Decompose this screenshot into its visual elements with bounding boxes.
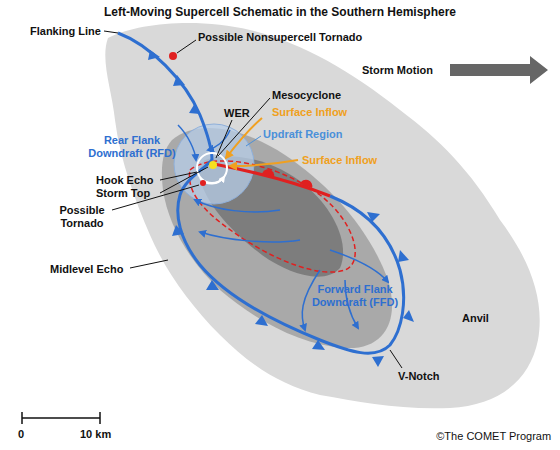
tornado-label: Possible Nonsupercell Tornado	[198, 31, 362, 44]
updraft-region	[174, 124, 254, 204]
anvil-label: Anvil	[462, 312, 489, 325]
echo-label: Hook Echo	[96, 174, 153, 187]
leader-line	[246, 136, 261, 146]
front-label: Flanking Line	[30, 25, 101, 38]
tornado-label: Possible Tornado	[52, 204, 112, 230]
storm-top-label: Storm Top	[96, 187, 150, 200]
title: Left-Moving Supercell Schematic in the S…	[0, 5, 560, 19]
outflow-dashed-line	[189, 161, 355, 272]
scale-bar	[22, 412, 100, 424]
nonsupercell-tornado-dot	[169, 52, 177, 60]
wer-label: WER	[224, 107, 250, 120]
motion-label: Storm Motion	[362, 64, 433, 77]
credit-label: ©The COMET Program	[436, 430, 551, 443]
inflow-label: Surface Inflow	[302, 154, 377, 167]
updraft-label: Updraft Region	[263, 128, 342, 141]
scale-number: 10 km	[80, 428, 111, 441]
warm-front	[214, 164, 330, 196]
front-triangles	[148, 50, 200, 114]
mesocyclone	[197, 153, 227, 183]
leader-lines	[104, 31, 402, 368]
echo-label: Midlevel Echo	[50, 263, 123, 276]
inflow-arrow	[230, 160, 298, 166]
scale-number: 0	[18, 428, 24, 441]
front-semicircles	[262, 169, 312, 188]
anvil-shape	[105, 23, 539, 408]
downdraft-label: Rear Flank Downdraft (RFD)	[86, 134, 178, 160]
inflow-arrow	[226, 118, 262, 158]
mesocyclone-label: Mesocyclone	[272, 89, 341, 102]
possible-tornado-dot	[200, 180, 206, 186]
vnotch-label: V-Notch	[398, 370, 440, 383]
storm-motion-arrow	[450, 56, 548, 84]
leader-line	[177, 40, 196, 53]
rfd-gust-front	[178, 160, 404, 353]
inflow-label: Surface Inflow	[272, 106, 347, 119]
storm-top-dot	[209, 161, 217, 169]
downdraft-label: Forward Flank Downdraft (FFD)	[290, 283, 420, 309]
